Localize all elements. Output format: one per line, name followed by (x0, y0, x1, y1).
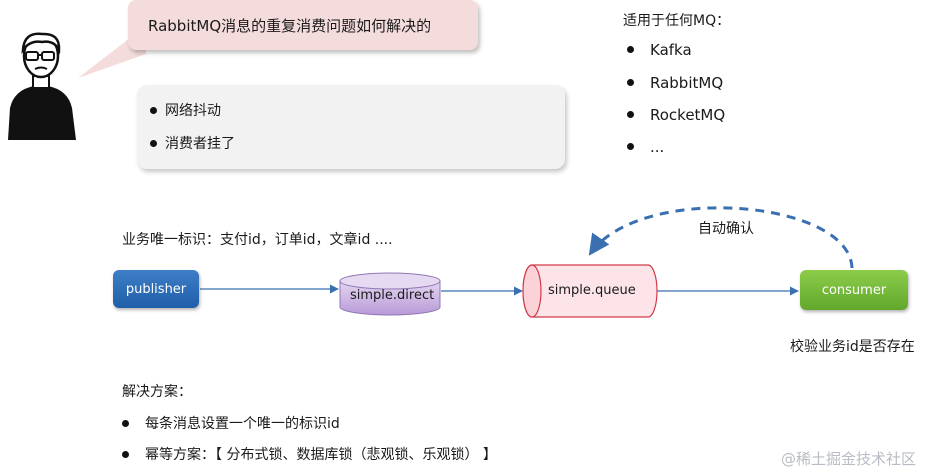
mq-list-title: 适用于任何MQ： (623, 13, 731, 29)
verify-note: 校验业务id是否存在 (790, 339, 915, 355)
bullet-icon (627, 143, 634, 150)
queue-label: simple.queue (548, 283, 636, 298)
auto-ack-label: 自动确认 (698, 221, 754, 237)
solution-item: 幂等方案：【 分布式锁、数据库锁（悲观锁、乐观锁） 】 (122, 444, 497, 464)
bullet-icon (122, 450, 129, 458)
exchange-label: simple.direct (350, 288, 435, 303)
cause-item: 消费者挂了 (150, 133, 235, 153)
person-avatar-icon (8, 32, 76, 140)
bullet-icon (150, 106, 157, 114)
solution-item: 每条消息设置一个唯一的标识id (122, 413, 340, 433)
bullet-icon (122, 419, 129, 427)
mq-item: Kafka (627, 41, 692, 59)
bullet-icon (627, 79, 634, 86)
auto-ack-arc (588, 206, 854, 269)
exchange-cylinder (339, 272, 441, 316)
mq-item: RabbitMQ (627, 74, 723, 92)
question-text: RabbitMQ消息的重复消费问题如何解决的 (148, 17, 432, 35)
cause-item: 网络抖动 (150, 100, 221, 120)
solutions-title: 解决方案： (122, 384, 192, 400)
speech-bubble-tail (78, 38, 146, 78)
bullet-icon (627, 111, 634, 118)
consumer-node: consumer (800, 270, 908, 310)
queue-cylinder (522, 264, 658, 318)
bullet-icon (627, 46, 634, 53)
business-id-note: 业务唯一标识：支付id，订单id，文章id .... (122, 232, 393, 248)
causes-box (137, 85, 565, 169)
mq-item: RocketMQ (627, 106, 725, 124)
publisher-node: publisher (113, 270, 199, 308)
question-bubble (128, 0, 478, 50)
mq-item: ... (627, 138, 664, 156)
watermark: @稀土掘金技术社区 (781, 450, 917, 468)
bullet-icon (150, 139, 157, 147)
